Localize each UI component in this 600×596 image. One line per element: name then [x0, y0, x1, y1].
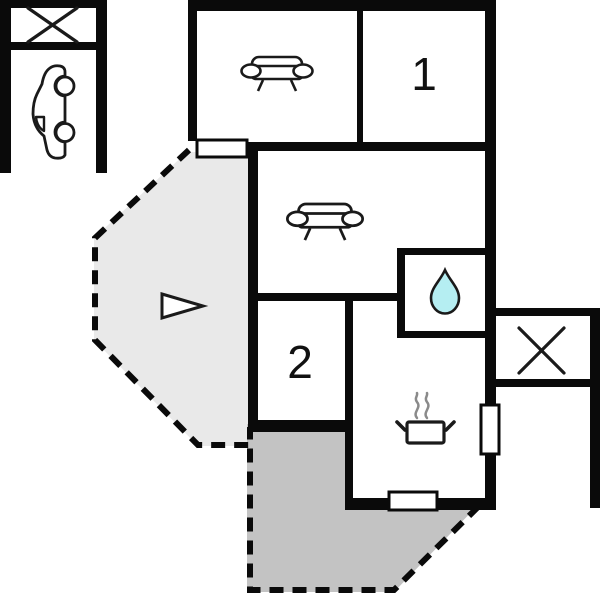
direction-arrow-icon: [160, 291, 209, 321]
car-icon: [31, 64, 76, 160]
window-east: [479, 403, 501, 456]
windows: [195, 138, 501, 512]
water-drop-icon: [429, 266, 461, 315]
cooking-pot-icon: [395, 420, 456, 445]
sofa-icon-upper: [240, 55, 314, 92]
terrace-west-dashed-border: [92, 147, 252, 448]
terrace-south-dashed-border: [247, 427, 482, 593]
window-terrace: [195, 138, 249, 159]
steam-icon: [414, 391, 430, 420]
sofa-icon-main: [285, 202, 365, 241]
window-x-icon-carport: [517, 326, 566, 375]
room-1-label: 1: [411, 48, 437, 100]
walls: [0, 0, 600, 510]
room-2-label: 2: [287, 336, 313, 388]
window-x-icon-garage: [26, 6, 79, 44]
window-south: [387, 490, 439, 512]
